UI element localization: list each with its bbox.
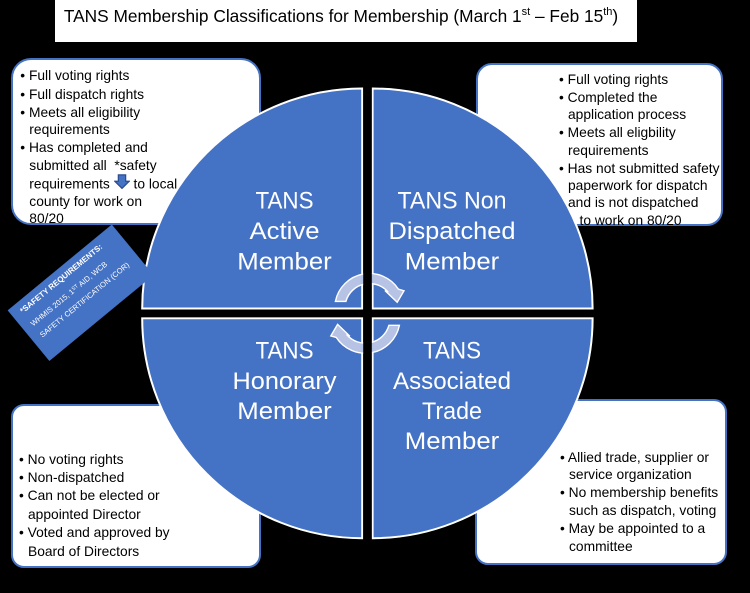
- svg-text:Associated: Associated: [393, 368, 511, 395]
- svg-text:Active: Active: [250, 218, 320, 245]
- svg-text:Member: Member: [405, 249, 500, 276]
- svg-text:Member: Member: [405, 428, 500, 455]
- svg-text:TANS: TANS: [256, 188, 314, 215]
- svg-text:Honorary: Honorary: [233, 368, 337, 395]
- svg-text:TANS: TANS: [423, 338, 481, 365]
- svg-text:TANS: TANS: [256, 338, 314, 365]
- svg-text:Dispatched: Dispatched: [389, 218, 516, 245]
- svg-text:TANS Non: TANS Non: [398, 188, 507, 215]
- svg-text:Trade: Trade: [422, 398, 482, 425]
- svg-text:Member: Member: [237, 398, 332, 425]
- svg-text:Member: Member: [237, 249, 332, 276]
